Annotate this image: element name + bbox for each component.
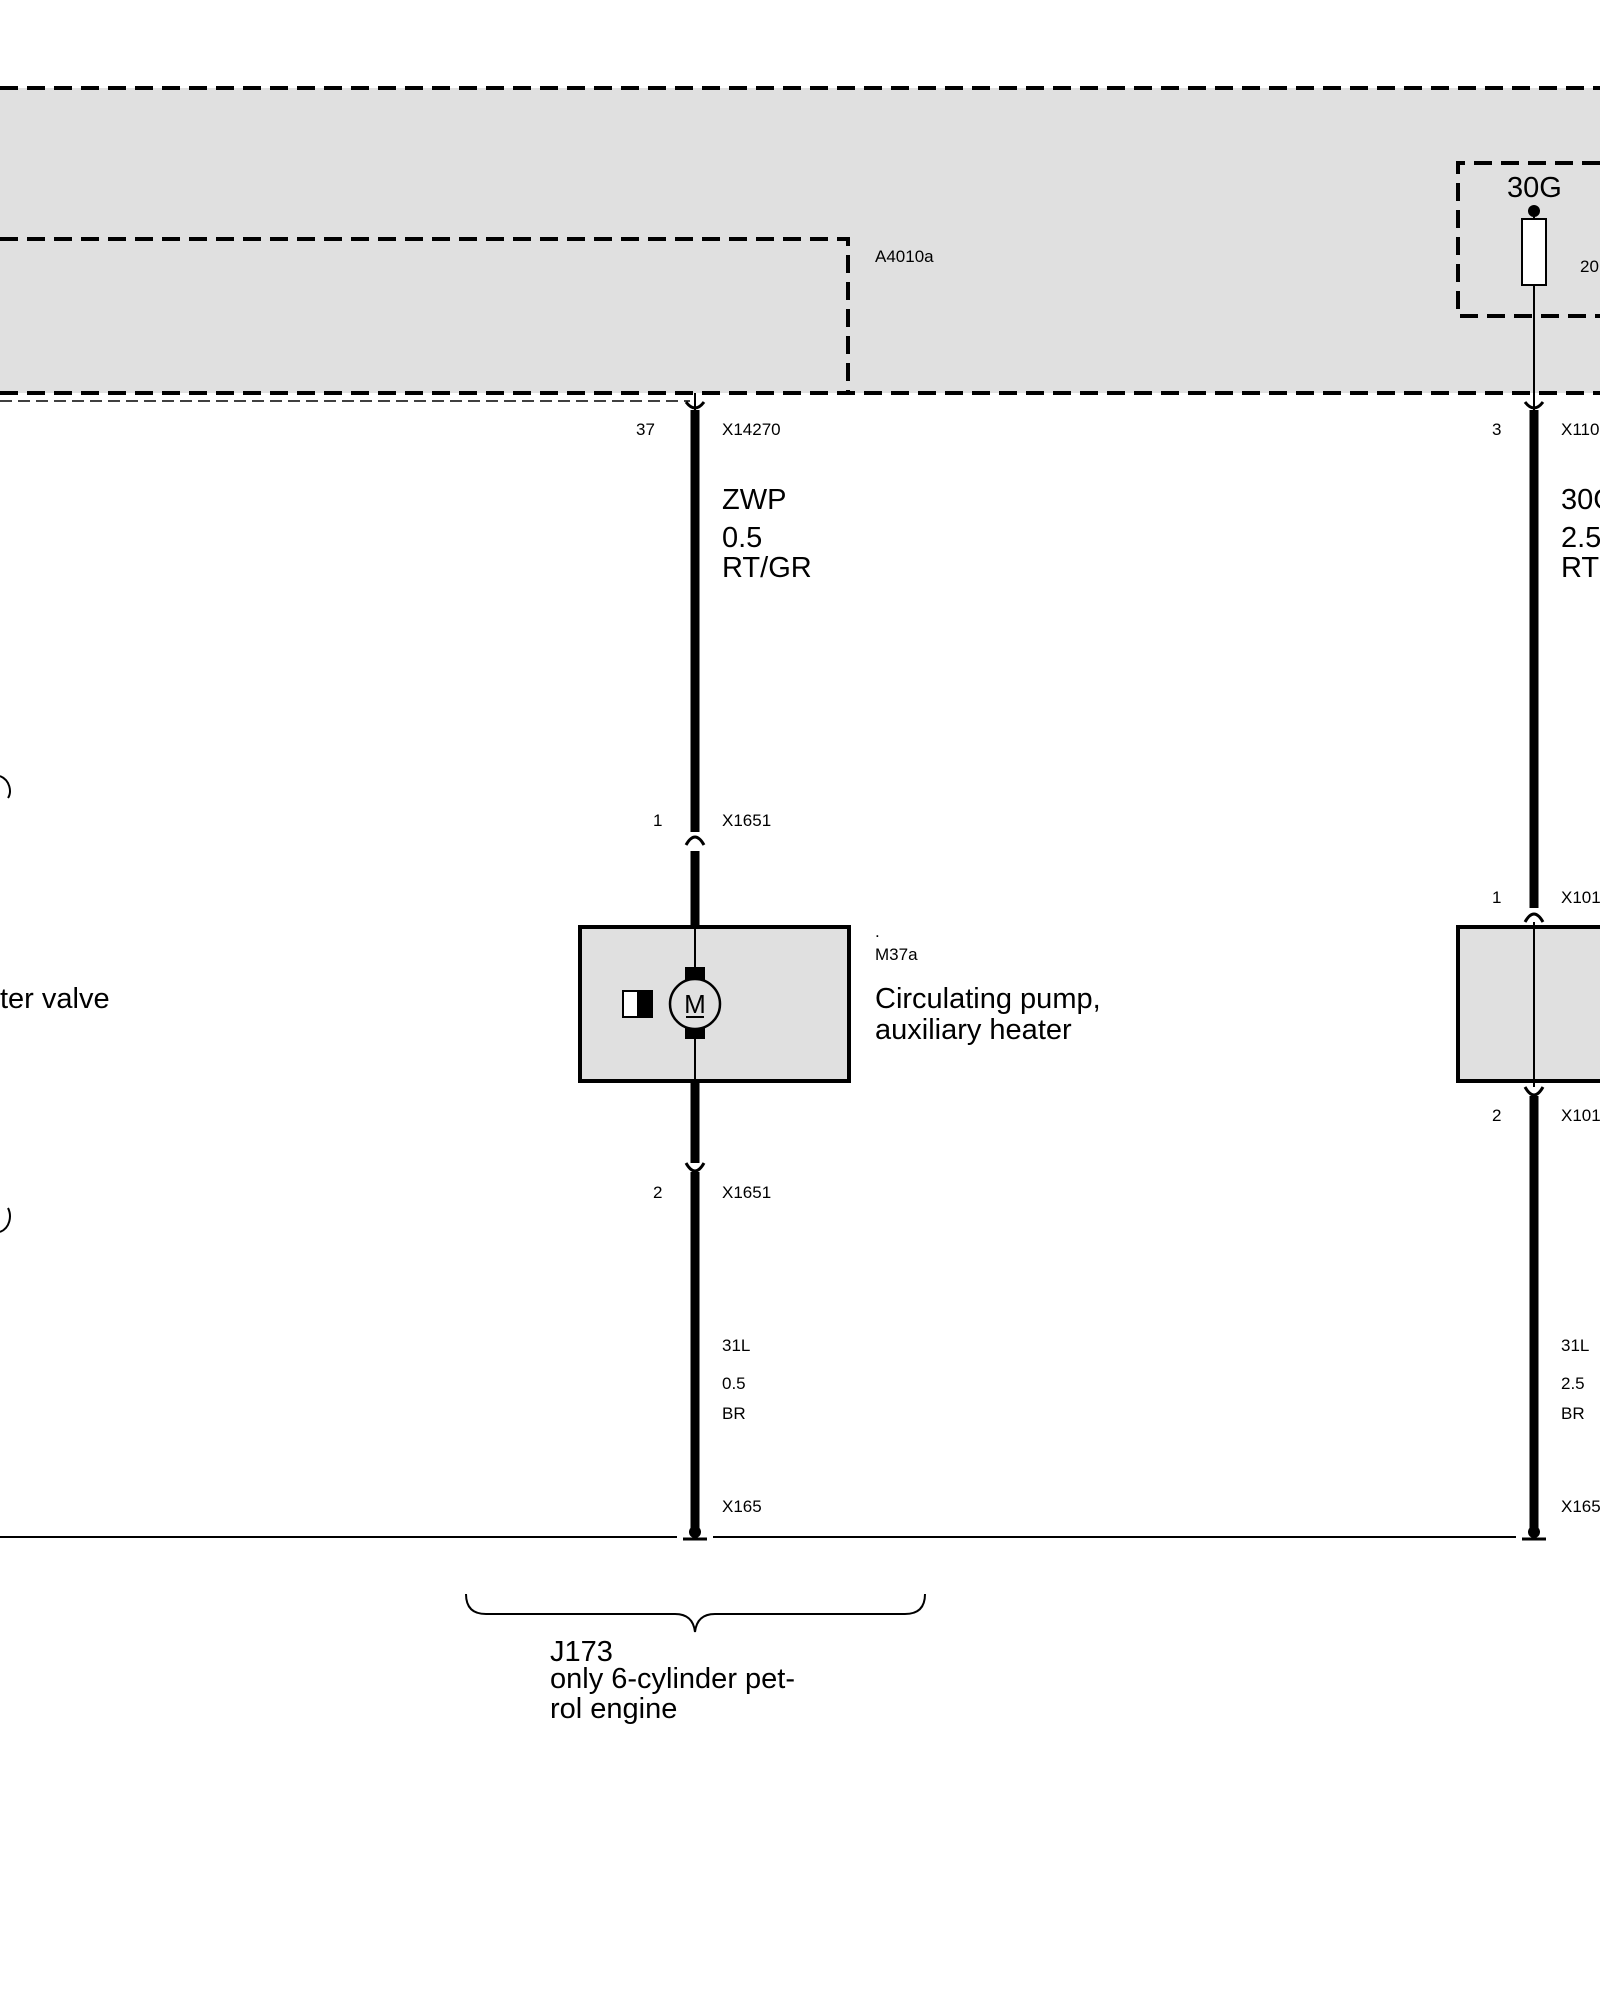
color-31l-right: BR xyxy=(1561,1404,1585,1423)
gauge-30g: 2.5 xyxy=(1561,522,1600,554)
pin-2-x101: 2 xyxy=(1492,1106,1501,1125)
signal-31l-pump: 31L xyxy=(722,1336,750,1355)
pump-id: M37a xyxy=(875,945,918,964)
pump-name-line2: auxiliary heater xyxy=(875,1014,1072,1046)
signal-30g: 30G xyxy=(1561,484,1600,516)
note-code: J173 xyxy=(550,1636,613,1668)
control-unit-label: A4010a xyxy=(875,247,934,266)
note-line2: rol engine xyxy=(550,1693,677,1725)
signal-31l-right: 31L xyxy=(1561,1336,1589,1355)
connector-x110: X110 xyxy=(1561,420,1599,439)
pin-2-x1651: 2 xyxy=(653,1183,662,1202)
connector-x165-pump: X165 xyxy=(722,1497,762,1516)
connector-x14270: X14270 xyxy=(722,420,781,439)
right-circuit: 3 X110 30G 2.5 RT 1 X101 2 X101 31L 2.5 … xyxy=(1456,393,1600,1541)
color-zwp: RT/GR xyxy=(722,552,812,584)
fuse-box-30g: 30G 20 xyxy=(1456,161,1600,393)
color-30g: RT xyxy=(1561,552,1599,584)
ground-icon xyxy=(683,1526,707,1541)
connector-x1651-in: X1651 xyxy=(722,811,771,830)
note-line1: only 6-cylinder pet- xyxy=(550,1663,795,1695)
left-partial-component: ter valve xyxy=(0,775,110,1233)
pump-name-line1: Circulating pump, xyxy=(875,983,1101,1015)
pin-3: 3 xyxy=(1492,420,1501,439)
connector-x165-right: X165 xyxy=(1561,1497,1600,1516)
right-component-box xyxy=(1456,925,1600,1083)
motor-symbol: M xyxy=(684,989,706,1019)
gauge-zwp: 0.5 xyxy=(722,522,762,554)
fuse-icon xyxy=(1521,218,1547,286)
gauge-31l-right: 2.5 xyxy=(1561,1374,1585,1393)
pin-37: 37 xyxy=(636,420,655,439)
motor-icon: M xyxy=(668,977,722,1031)
pin-1-x1651: 1 xyxy=(653,811,662,830)
pump-circuit: 37 X14270 ZWP 0.5 RT/GR 1 X1651 M . M37a… xyxy=(578,393,1101,1541)
connector-x101-out: X101 xyxy=(1561,1106,1600,1125)
pump-dot: . xyxy=(875,922,880,941)
connector-x1651-out: X1651 xyxy=(722,1183,771,1202)
fuse-name-label: 30G xyxy=(1507,172,1562,204)
left-component-label: ter valve xyxy=(0,983,110,1015)
brace-icon xyxy=(465,1593,926,1633)
control-unit-a4010a: A4010a xyxy=(0,237,934,402)
connector-x101-in: X101 xyxy=(1561,888,1600,907)
gauge-31l-pump: 0.5 xyxy=(722,1374,746,1393)
signal-zwp: ZWP xyxy=(722,484,786,516)
pin-1-x101: 1 xyxy=(1492,888,1501,907)
ground-icon xyxy=(1522,1526,1546,1541)
variant-note: J173 only 6-cylinder pet- rol engine xyxy=(465,1593,926,1725)
color-31l-pump: BR xyxy=(722,1404,746,1423)
fuse-rating-label: 20 xyxy=(1580,257,1599,276)
motor-indicator-icon xyxy=(622,990,653,1018)
